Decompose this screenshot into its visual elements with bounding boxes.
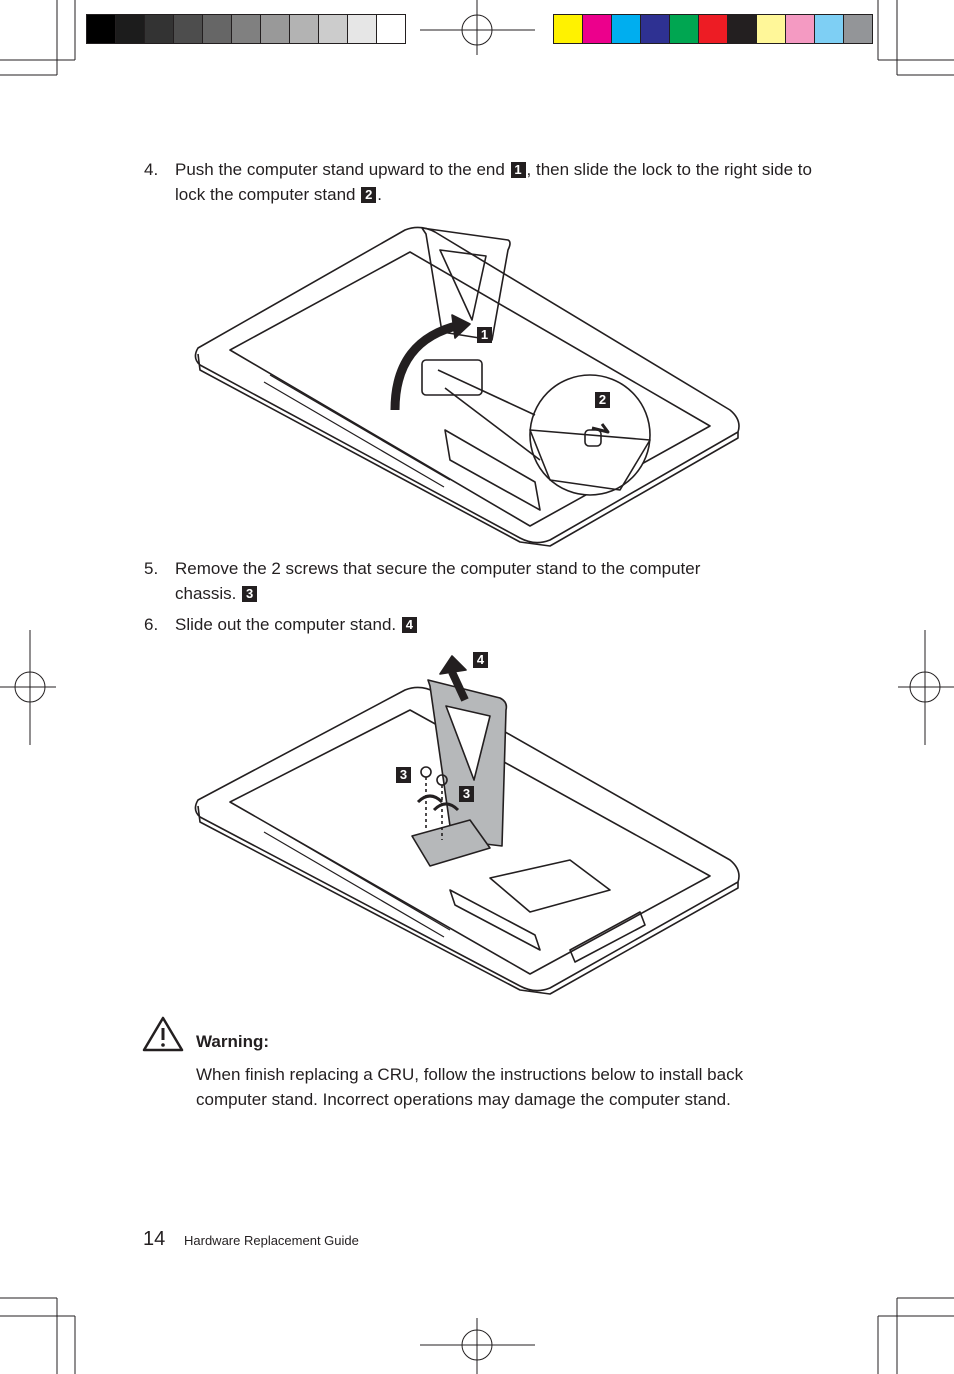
color-bar [553,14,873,44]
figure-remove-stand [194,655,740,995]
warning-icon [142,1016,184,1052]
step-text: Remove the 2 screws that secure the comp… [175,556,755,606]
graybar-swatch [203,15,232,43]
colorbar-swatch [641,15,670,43]
callout-badge: 4 [401,617,417,633]
step-text-part: Remove the 2 screws that secure the comp… [175,559,701,603]
warning-text: When finish replacing a CRU, follow the … [196,1065,744,1109]
colorbar-swatch [728,15,757,43]
callout-badge: 2 [361,187,377,203]
colorbar-swatch [554,15,583,43]
graybar-swatch [377,15,405,43]
figure2-callout-4: 4 [473,652,488,668]
graybar-swatch [232,15,261,43]
step-number: 6. [144,615,159,634]
page-number: 14 [143,1228,166,1250]
figure2-callout-3-left: 3 [396,767,411,783]
graybar-swatch [87,15,116,43]
grayscale-bar [86,14,406,44]
step-text-part: Slide out the computer stand. [175,615,401,634]
graybar-swatch [261,15,290,43]
figure-lock-stand [194,226,740,547]
colorbar-swatch [583,15,612,43]
footer-title: Hardware Replacement Guide [184,1233,359,1248]
graybar-swatch [116,15,145,43]
step-text-part: , then slide the lock to the right side … [175,160,812,204]
step-number: 5. [144,559,159,578]
colorbar-swatch [612,15,641,43]
colorbar-swatch [786,15,815,43]
step-text-part: Push the computer stand upward to the en… [175,160,510,179]
colorbar-swatch [699,15,728,43]
figure1-callout-2: 2 [595,392,610,408]
colorbar-swatch [757,15,786,43]
step-text: Slide out the computer stand. 4 [175,612,815,637]
step-text-part: . [377,185,382,204]
warning-title: Warning: [196,1032,270,1051]
callout-badge: 3 [242,586,258,602]
figure2-callout-3-right: 3 [459,786,474,802]
colorbar-swatch [815,15,844,43]
graybar-swatch [348,15,377,43]
graybar-swatch [290,15,319,43]
step-text: Push the computer stand upward to the en… [175,157,815,207]
colorbar-swatch [844,15,872,43]
graybar-swatch [145,15,174,43]
graybar-swatch [319,15,348,43]
figure1-callout-1: 1 [477,327,492,343]
colorbar-swatch [670,15,699,43]
callout-badge: 1 [510,162,526,178]
graybar-swatch [174,15,203,43]
step-number: 4. [144,160,159,179]
